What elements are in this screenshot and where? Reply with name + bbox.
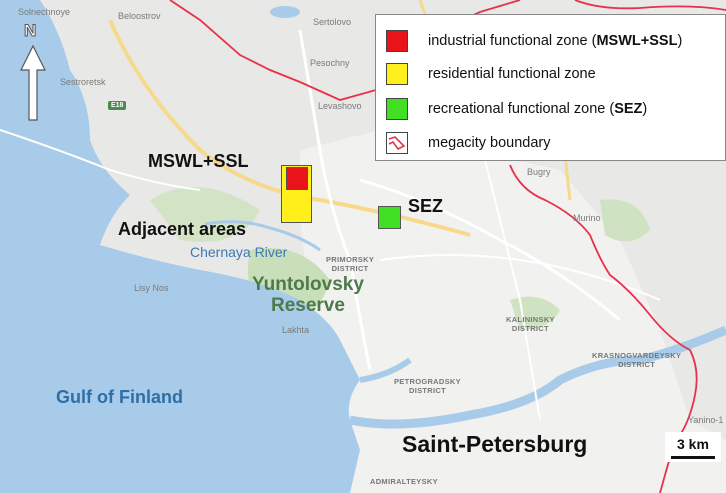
district-kalininsky: KALININSKY DISTRICT: [506, 315, 555, 333]
place-lakhta: Lakhta: [282, 325, 310, 335]
label-saint-petersburg: Saint-Petersburg: [402, 431, 588, 457]
district-primorsky: PRIMORSKY DISTRICT: [326, 255, 375, 273]
place-murino: Murino: [573, 213, 601, 223]
legend-swatch-residential: [386, 63, 408, 85]
place-levashovo: Levashovo: [318, 101, 362, 111]
label-yuntolovsky-reserve: Yuntolovsky Reserve: [252, 274, 364, 316]
recreational-zone-marker: [378, 206, 401, 229]
label-gulf-of-finland: Gulf of Finland: [56, 387, 183, 407]
place-yanino: Yanino-1: [688, 415, 724, 425]
place-sestroretsk: Sestroretsk: [60, 77, 106, 87]
north-arrow: N: [18, 22, 48, 122]
industrial-zone-marker: [286, 167, 308, 190]
legend-item-residential: residential functional zone: [386, 63, 596, 85]
place-solnechnoye: Solnechnoye: [18, 7, 71, 17]
legend-text-recreational: recreational functional zone (SEZ): [428, 101, 648, 117]
north-arrow-icon: [20, 44, 46, 121]
place-bugry: Bugry: [527, 167, 551, 177]
place-lisy-nos: Lisy Nos: [134, 283, 169, 293]
label-mswl-ssl: MSWL+SSL: [148, 151, 249, 171]
north-label: N: [23, 21, 37, 40]
legend: industrial functional zone (MSWL+SSL) re…: [375, 14, 726, 161]
district-admiralteysky: ADMIRALTEYSKY: [370, 477, 438, 486]
label-chernaya-river: Chernaya River: [190, 244, 288, 260]
legend-text-residential: residential functional zone: [428, 66, 596, 82]
road-shield-e18: E18: [108, 101, 127, 110]
legend-item-industrial: industrial functional zone (MSWL+SSL): [386, 30, 682, 52]
legend-text-boundary: megacity boundary: [428, 135, 551, 151]
place-sertolovo: Sertolovo: [313, 17, 352, 27]
label-sez: SEZ: [408, 196, 444, 216]
place-pesochny: Pesochny: [310, 58, 350, 68]
district-krasnogvardeysky: KRASNOGVARDEYSKY DISTRICT: [592, 351, 682, 369]
scale-bar-line: [671, 456, 715, 459]
legend-item-recreational: recreational functional zone (SEZ): [386, 98, 647, 120]
district-petrogradsky: PETROGRADSKY DISTRICT: [394, 377, 461, 395]
label-adjacent-areas: Adjacent areas: [118, 219, 247, 239]
legend-swatch-industrial: [386, 30, 408, 52]
scale-label: 3 km: [677, 436, 709, 452]
scale-bar: 3 km: [665, 432, 721, 462]
legend-swatch-recreational: [386, 98, 408, 120]
boundary-icon: [386, 132, 408, 154]
legend-item-boundary: megacity boundary: [386, 132, 551, 154]
place-beloostrov: Beloostrov: [118, 11, 161, 21]
legend-text-industrial: industrial functional zone (MSWL+SSL): [428, 33, 683, 49]
